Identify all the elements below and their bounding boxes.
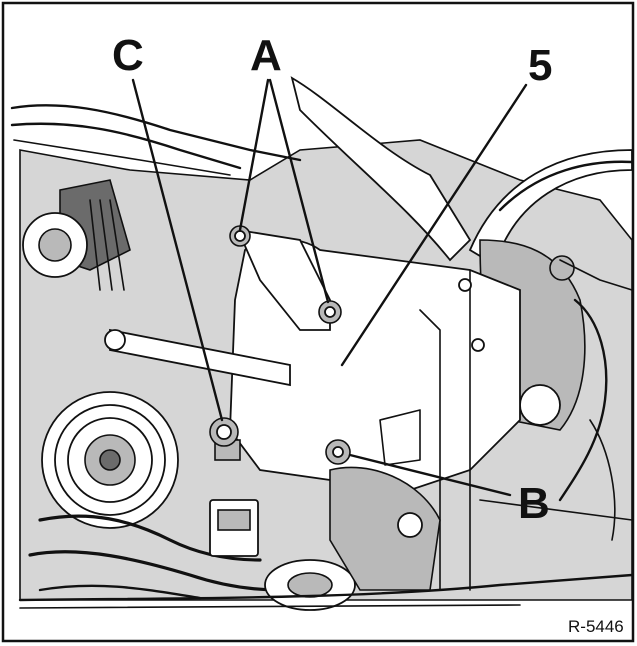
engine-illustration <box>10 76 634 611</box>
bolt-b <box>325 439 351 465</box>
callout-c: C <box>112 31 144 80</box>
leader-lines <box>131 78 528 497</box>
callout-a: A <box>250 31 282 80</box>
callout-5: 5 <box>528 41 552 90</box>
leader-line-5 <box>340 83 528 367</box>
leader-line-a-upper <box>238 78 270 232</box>
bolt-a-upper <box>229 225 251 247</box>
callout-b: B <box>518 479 550 528</box>
bolt-c <box>209 417 239 447</box>
bolt-a-lower <box>318 300 342 324</box>
reference-code: R-5446 <box>568 617 624 636</box>
leader-line-c <box>131 78 224 422</box>
leader-line-a-lower <box>268 78 330 304</box>
leader-line-b <box>348 453 512 497</box>
